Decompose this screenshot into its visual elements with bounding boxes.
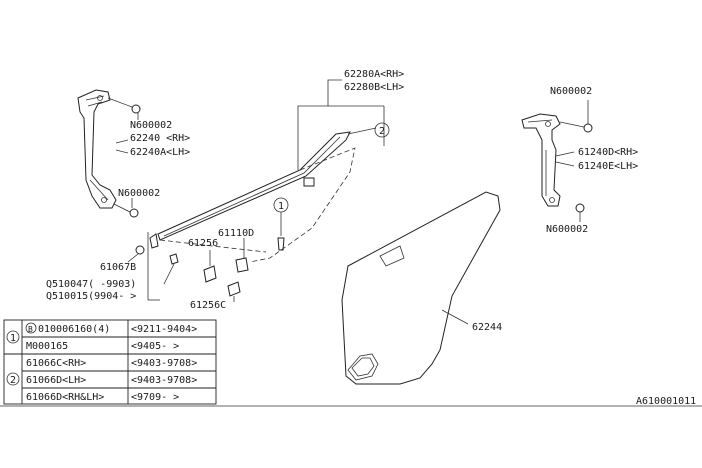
label-62244: 62244 — [472, 322, 502, 333]
legend-ref-1: 1 — [10, 333, 16, 344]
label-61256: 61256 — [188, 238, 218, 249]
label-62280a: 62280A<RH> — [344, 69, 404, 80]
label-n600002-upper-left: N600002 — [130, 120, 172, 131]
clip-61110d-icon — [235, 257, 249, 273]
window-regulator-left-part — [77, 89, 117, 209]
label-62280b: 62280B<LH> — [344, 82, 404, 93]
label-61110d: 61110D — [218, 228, 254, 239]
label-ref-1: 1 — [278, 201, 284, 212]
label-n600002-upper-right: N600002 — [550, 86, 592, 97]
legend-bolt-prefix: B — [28, 325, 33, 334]
legend-ref-2: 2 — [10, 375, 16, 386]
door-weatherstrip-part — [157, 131, 351, 241]
legend-part-61066d-rhlh: 61066D<RH&LH> — [26, 392, 104, 403]
legend-range-9211-9404: <9211-9404> — [131, 324, 197, 335]
clip-61256-icon — [203, 265, 217, 283]
legend-ref-circle-1-icon — [6, 330, 20, 344]
label-n600002-lower-right: N600002 — [546, 224, 588, 235]
diagram-id: A610001011 — [636, 396, 696, 407]
label-61256c: 61256C — [190, 300, 226, 311]
clip-q510015-icon — [169, 253, 179, 265]
bolt-n600002-lower-right-icon — [575, 203, 585, 213]
bolt-61067b-icon — [135, 245, 145, 255]
label-n600002-lower-left: N600002 — [118, 188, 160, 199]
label-61240e: 61240E<LH> — [578, 161, 638, 172]
screw-ref-1-icon — [277, 237, 285, 251]
bolt-n600002-upper-right-icon — [583, 123, 593, 133]
label-62240a: 62240A<LH> — [130, 147, 190, 158]
label-61240d: 61240D<RH> — [578, 147, 638, 158]
label-q510047: Q510047( -9903) — [46, 279, 136, 290]
clip-q510047-icon — [149, 233, 159, 249]
legend-range-9405: <9405- > — [131, 341, 179, 352]
label-61067b: 61067B — [100, 262, 136, 273]
door-trim-panel-part — [341, 191, 501, 385]
legend-range-9403-9708-b: <9403-9708> — [131, 375, 197, 386]
legend-part-61066d-lh: 61066D<LH> — [26, 375, 86, 386]
legend-ref-circle-2-icon — [6, 372, 20, 386]
window-regulator-right-part — [521, 113, 561, 207]
ref-circle-2-icon — [374, 122, 390, 138]
legend-part-61066c-rh: 61066C<RH> — [26, 358, 86, 369]
clip-61256c-icon — [227, 281, 241, 297]
legend-range-9709: <9709- > — [131, 392, 179, 403]
bolt-n600002-lower-left-icon — [129, 208, 139, 218]
bolt-prefix-icon — [25, 322, 37, 334]
label-ref-2: 2 — [379, 126, 385, 137]
legend-part-010006160: 010006160(4) — [38, 324, 110, 335]
label-62240: 62240 <RH> — [130, 133, 190, 144]
bolt-n600002-upper-left-icon — [131, 104, 141, 114]
label-q510015: Q510015(9904- > — [46, 291, 136, 302]
legend-part-m000165: M000165 — [26, 341, 68, 352]
legend-range-9403-9708-a: <9403-9708> — [131, 358, 197, 369]
legend-table: 1 2 B 010006160(4) <9211-9404> M000165 <… — [3, 319, 217, 405]
